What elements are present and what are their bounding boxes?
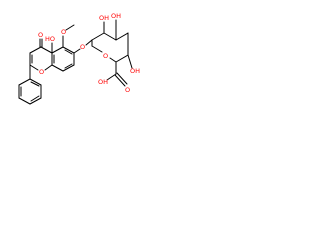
hydroxyl-label: HO bbox=[45, 35, 55, 43]
bond bbox=[116, 72, 128, 85]
bond bbox=[62, 46, 75, 54]
atom-labels: HO O O O O O OH OH OH OH O bbox=[38, 12, 140, 94]
bond bbox=[91, 45, 103, 53]
bond bbox=[65, 24, 75, 31]
hydroxyl-label: OH bbox=[130, 67, 140, 75]
hydroxyl-label: OH bbox=[111, 12, 121, 20]
bond bbox=[51, 46, 64, 54]
bond bbox=[18, 97, 31, 105]
bond bbox=[29, 64, 39, 71]
bond bbox=[64, 63, 73, 69]
bond bbox=[29, 78, 42, 86]
bond bbox=[114, 74, 126, 87]
bond bbox=[115, 54, 129, 63]
methoxy-oxygen-label: O bbox=[61, 28, 66, 36]
acid-oxygen-label: O bbox=[125, 86, 130, 94]
bond bbox=[127, 54, 133, 69]
ring-oxygen-label: O bbox=[39, 68, 44, 76]
bond bbox=[40, 46, 53, 54]
sugar-ring-oxygen-label: O bbox=[103, 52, 108, 60]
bond bbox=[29, 97, 42, 105]
bond bbox=[44, 64, 53, 71]
bond bbox=[18, 78, 31, 86]
bond bbox=[29, 46, 42, 54]
bond bbox=[109, 57, 117, 63]
glycoside-oxygen-label: O bbox=[80, 43, 85, 51]
bond bbox=[103, 32, 117, 41]
hydroxyl-label: OH bbox=[99, 14, 109, 22]
bond bbox=[64, 49, 73, 55]
bond bbox=[85, 39, 93, 46]
bond bbox=[30, 81, 40, 87]
bond bbox=[115, 32, 129, 41]
bond bbox=[51, 64, 64, 72]
acid-hydroxyl-label: OH bbox=[98, 78, 108, 86]
bond bbox=[91, 32, 105, 41]
bond bbox=[30, 95, 40, 102]
ketone-oxygen-label: O bbox=[38, 31, 43, 39]
bonds bbox=[18, 19, 133, 105]
chemical-structure-diagram: HO O O O O O OH OH OH OH O bbox=[18, 12, 140, 105]
bond bbox=[73, 48, 81, 54]
bond bbox=[62, 64, 75, 72]
